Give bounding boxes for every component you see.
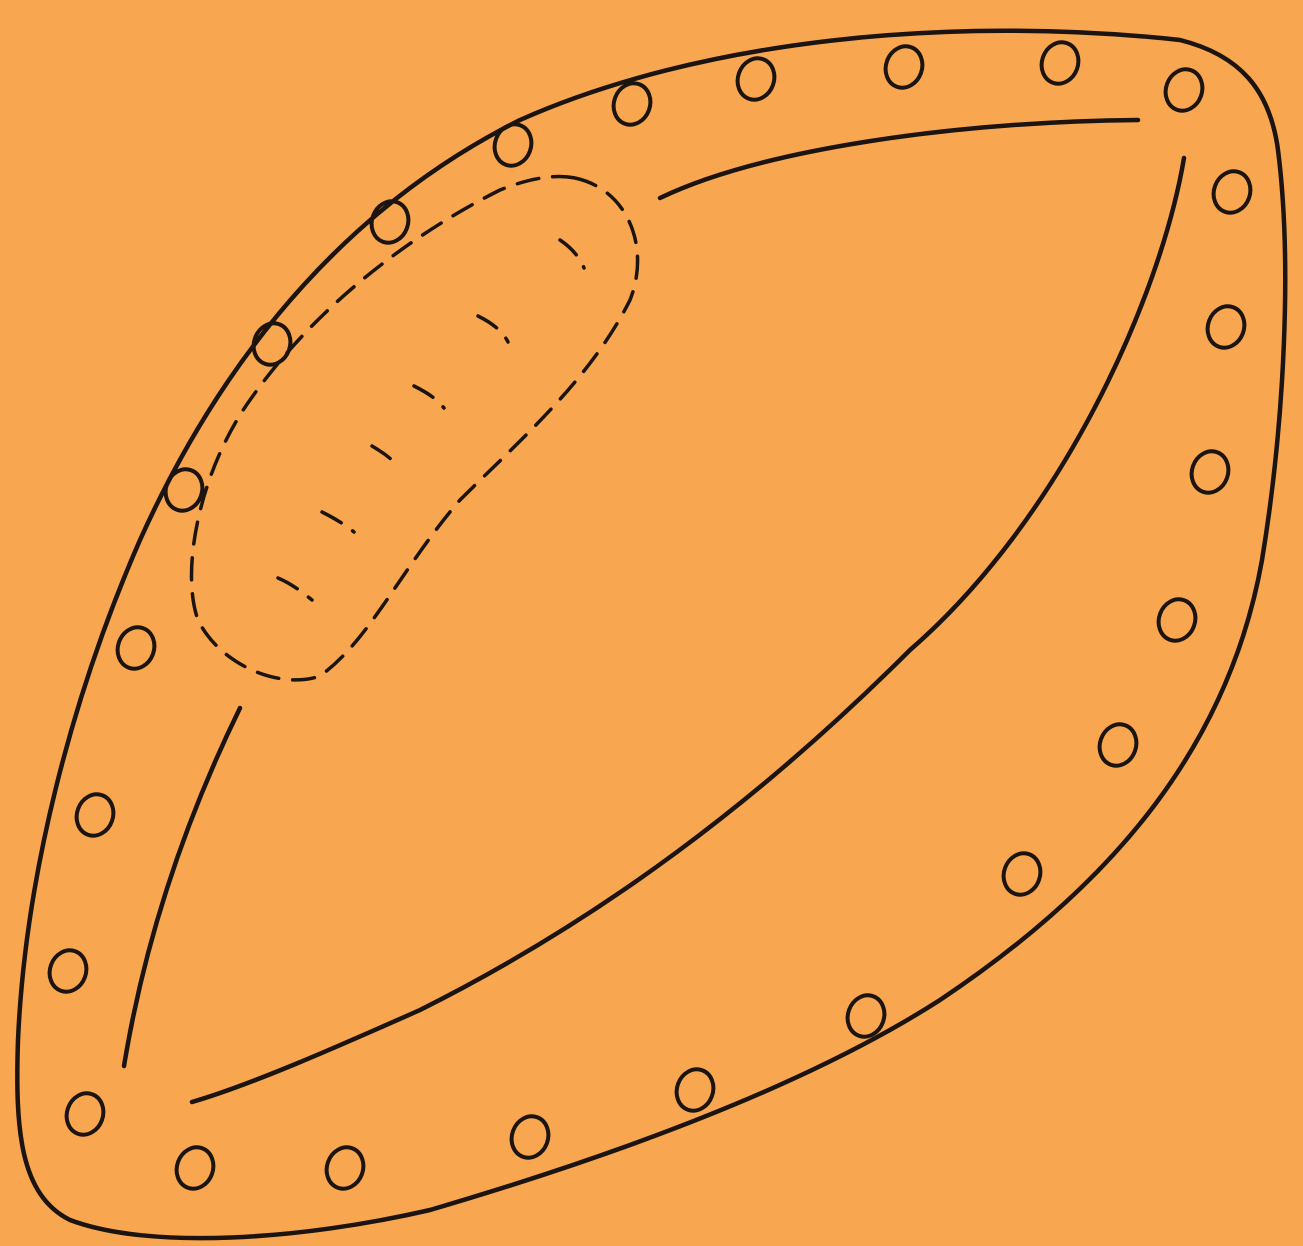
football-drawing (0, 0, 1303, 1246)
paper-background (0, 0, 1303, 1246)
lacing-card-canvas (0, 0, 1303, 1246)
